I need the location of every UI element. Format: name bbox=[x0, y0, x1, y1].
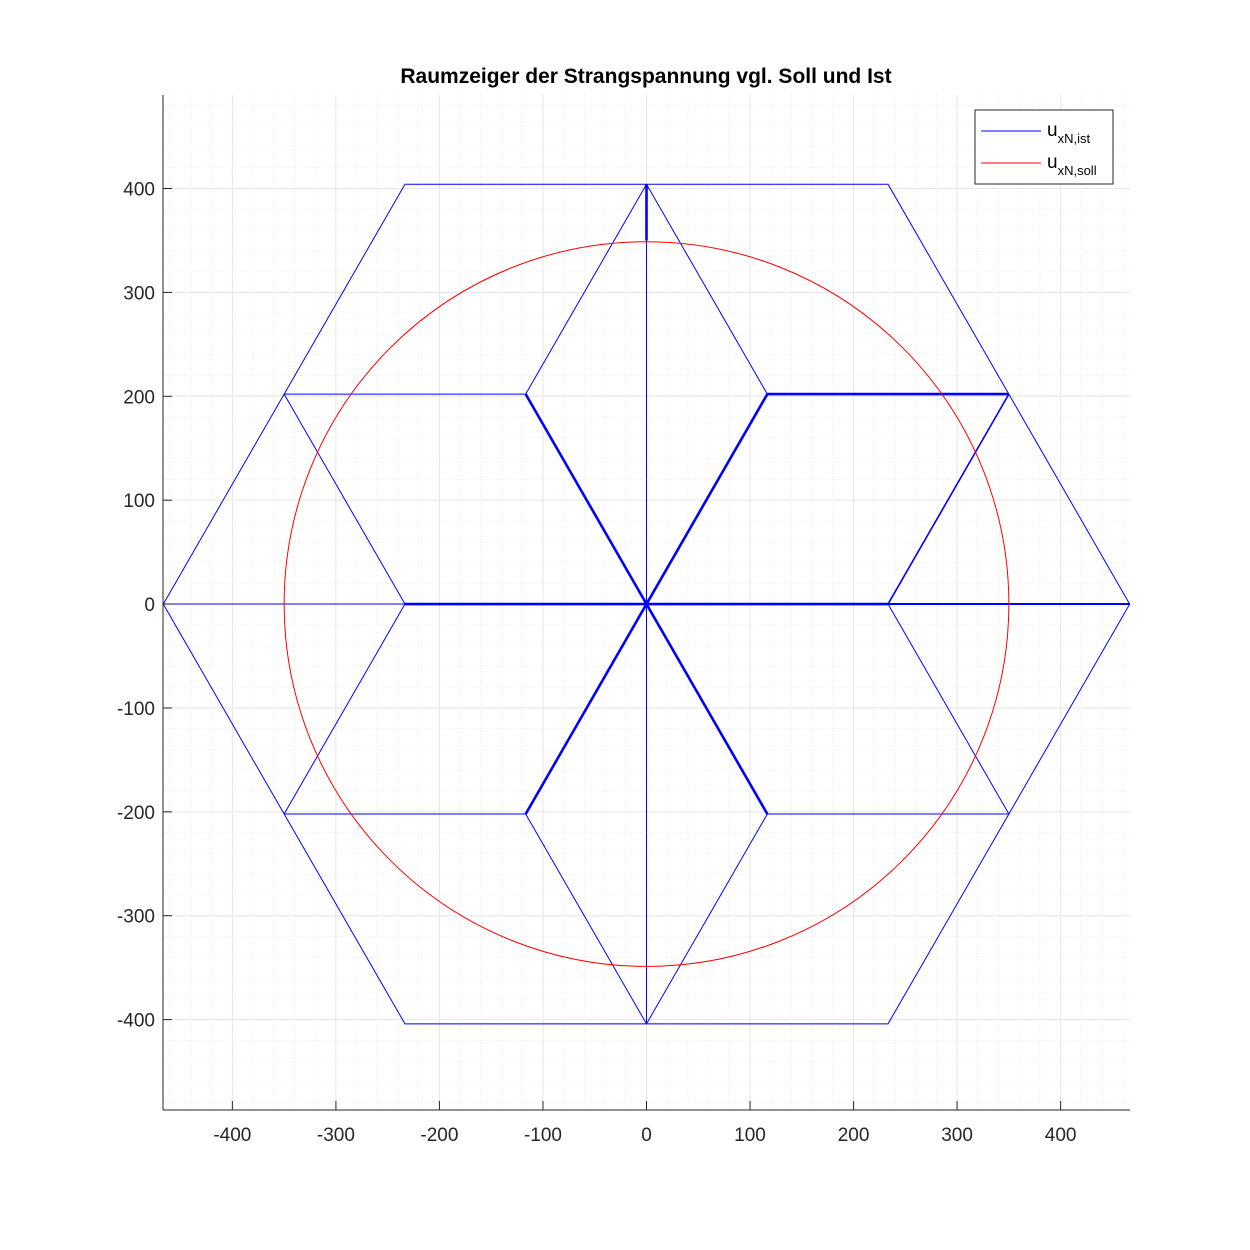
x-tick-label: 300 bbox=[941, 1125, 973, 1146]
y-tick-label: -400 bbox=[117, 1011, 155, 1032]
legend-entry-soll-subscript: xN,soll bbox=[1058, 163, 1097, 178]
y-tick-label: 400 bbox=[123, 180, 155, 201]
y-tick-label: 200 bbox=[123, 387, 155, 408]
ist-heavy-segment bbox=[887, 393, 1010, 605]
y-tick-labels: -400 -300 -200 -100 0 100 200 300 400 bbox=[117, 180, 155, 1032]
legend-entry-ist-base: u bbox=[1047, 120, 1058, 141]
y-tick-label: -200 bbox=[117, 803, 155, 824]
y-tick-label: -100 bbox=[117, 699, 155, 720]
legend-box bbox=[974, 109, 1114, 185]
x-tick-label: 400 bbox=[1045, 1125, 1077, 1146]
x-tick-label: 0 bbox=[641, 1125, 652, 1146]
soll-circle bbox=[283, 241, 1010, 967]
ist-zero-spoke bbox=[645, 603, 769, 815]
ist-switch-segment bbox=[525, 813, 647, 1025]
legend-entry-soll: uxN,soll bbox=[1047, 152, 1097, 178]
legend-entry-ist-subscript: xN,ist bbox=[1058, 131, 1091, 146]
x-tick-label: 100 bbox=[734, 1125, 766, 1146]
y-tick-label: 300 bbox=[123, 283, 155, 304]
axes-frame bbox=[162, 95, 1130, 1111]
ist-switch-segment bbox=[283, 603, 406, 815]
x-tick-label: -100 bbox=[524, 1125, 562, 1146]
x-tick-label: -200 bbox=[420, 1125, 458, 1146]
ist-zero-spoke bbox=[524, 393, 648, 605]
legend[interactable]: uxN,ist uxN,soll bbox=[974, 109, 1114, 185]
ist-switch-segment bbox=[646, 813, 768, 1025]
x-tick-label: 200 bbox=[838, 1125, 870, 1146]
legend-entry-soll-base: u bbox=[1047, 152, 1058, 173]
ist-switch-segment bbox=[646, 183, 768, 395]
chart-title: Raumzeiger der Strangspannung vgl. Soll … bbox=[400, 65, 891, 88]
ist-zero-spoke bbox=[645, 393, 769, 605]
x-tick-label: -300 bbox=[317, 1125, 355, 1146]
y-tick-label: -300 bbox=[117, 907, 155, 928]
ist-zero-spoke bbox=[524, 603, 648, 815]
legend-entry-ist: uxN,ist bbox=[1047, 120, 1090, 146]
ist-switch-segment bbox=[283, 393, 406, 605]
x-tick-labels: -400 -300 -200 -100 0 100 200 300 400 bbox=[213, 1125, 1076, 1146]
ist-switch-segment bbox=[887, 603, 1010, 815]
ist-switch-segment bbox=[525, 183, 647, 395]
x-tick-label: -400 bbox=[213, 1125, 251, 1146]
y-tick-label: 0 bbox=[144, 595, 155, 616]
y-tick-label: 100 bbox=[123, 491, 155, 512]
